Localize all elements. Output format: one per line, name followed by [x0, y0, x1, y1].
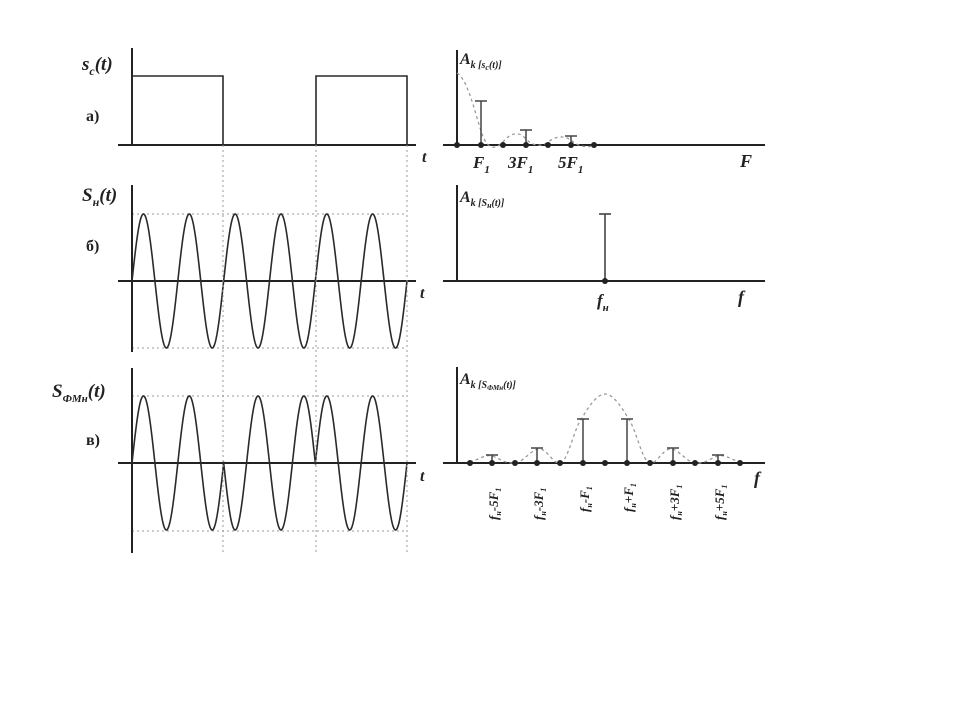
- svg-text:fн+3F1: fн+3F1: [667, 485, 684, 520]
- panel-b-freq-label: f: [738, 287, 746, 307]
- panel-c-time: SФМн(t) в) t: [52, 368, 425, 553]
- panel-b-carrier-wave: [131, 213, 408, 349]
- panel-a-freq-label: F: [739, 151, 752, 171]
- panel-a-time: sс(t) а) t: [81, 48, 427, 166]
- panel-a-y-label: sс(t): [81, 54, 113, 78]
- panel-c-tick-fn-F1: fн-F1: [577, 486, 594, 512]
- svg-text:fн-3F1: fн-3F1: [531, 488, 548, 520]
- panel-a-spec-label: Ak [sс(t)]: [459, 51, 502, 72]
- svg-text:fн-F1: fн-F1: [577, 486, 594, 512]
- panel-c-line-minus1: [577, 418, 589, 463]
- panel-b-t-label: t: [420, 285, 425, 302]
- panel-c-y-label: SФМн(t): [52, 381, 106, 405]
- svg-text:fн-5F1: fн-5F1: [486, 488, 503, 520]
- panel-c-row-label: в): [86, 432, 100, 449]
- panel-b-tick-fn: fн: [597, 291, 609, 314]
- panel-c-tick-fn-3F1: fн-3F1: [531, 488, 548, 520]
- panel-a-spectrum: Ak [sс(t)] F1 3F1 5F1 F: [443, 50, 765, 176]
- panel-c-harmonic-dots: [467, 460, 743, 466]
- panel-a-spectral-line-1: [475, 100, 487, 145]
- panel-c-freq-label: f: [754, 468, 762, 488]
- panel-c-t-label: t: [420, 468, 425, 485]
- panel-b-spectrum: Ak [Sн(t)] fн f: [443, 185, 765, 314]
- panel-c-spectrum: Ak [SФМн(t)] f fн-5F1 fн-3F1 fн-F1 fн+F1…: [443, 367, 765, 520]
- panel-a-tick-3F1: 3F1: [507, 153, 533, 176]
- panel-a-tick-F1: F1: [472, 153, 490, 176]
- panel-a-row-label: а): [86, 108, 99, 125]
- panel-c-tick-fn-5F1: fн-5F1: [486, 488, 503, 520]
- panel-c-sinc-envelope: [469, 393, 741, 464]
- panel-c-tick-fn+F1: fн+F1: [621, 483, 638, 512]
- panel-a-t-label: t: [422, 149, 427, 166]
- time-guides: [222, 145, 408, 553]
- panel-c-spec-label: Ak [SФМн(t)]: [459, 371, 517, 392]
- panel-a-tick-5F1: 5F1: [558, 153, 583, 176]
- panel-a-square-wave: [131, 75, 408, 146]
- panel-b-row-label: б): [86, 238, 99, 255]
- svg-text:fн+5F1: fн+5F1: [712, 485, 729, 520]
- panel-b-carrier-line: [599, 213, 611, 284]
- panel-a-harmonic-dots: [454, 142, 597, 148]
- panel-c-tick-fn+3F1: fн+3F1: [667, 485, 684, 520]
- panel-c-tick-fn+5F1: fн+5F1: [712, 485, 729, 520]
- panel-c-psk-wave: [131, 395, 408, 531]
- panel-b-spec-label: Ak [Sн(t)]: [459, 189, 505, 210]
- panel-b-y-label: Sн(t): [82, 185, 117, 209]
- panel-b-time: Sн(t) б) t: [82, 185, 425, 352]
- svg-text:fн+F1: fн+F1: [621, 483, 638, 512]
- panel-a-sinc-envelope: [456, 72, 597, 148]
- panel-c-line-plus1: [621, 418, 633, 463]
